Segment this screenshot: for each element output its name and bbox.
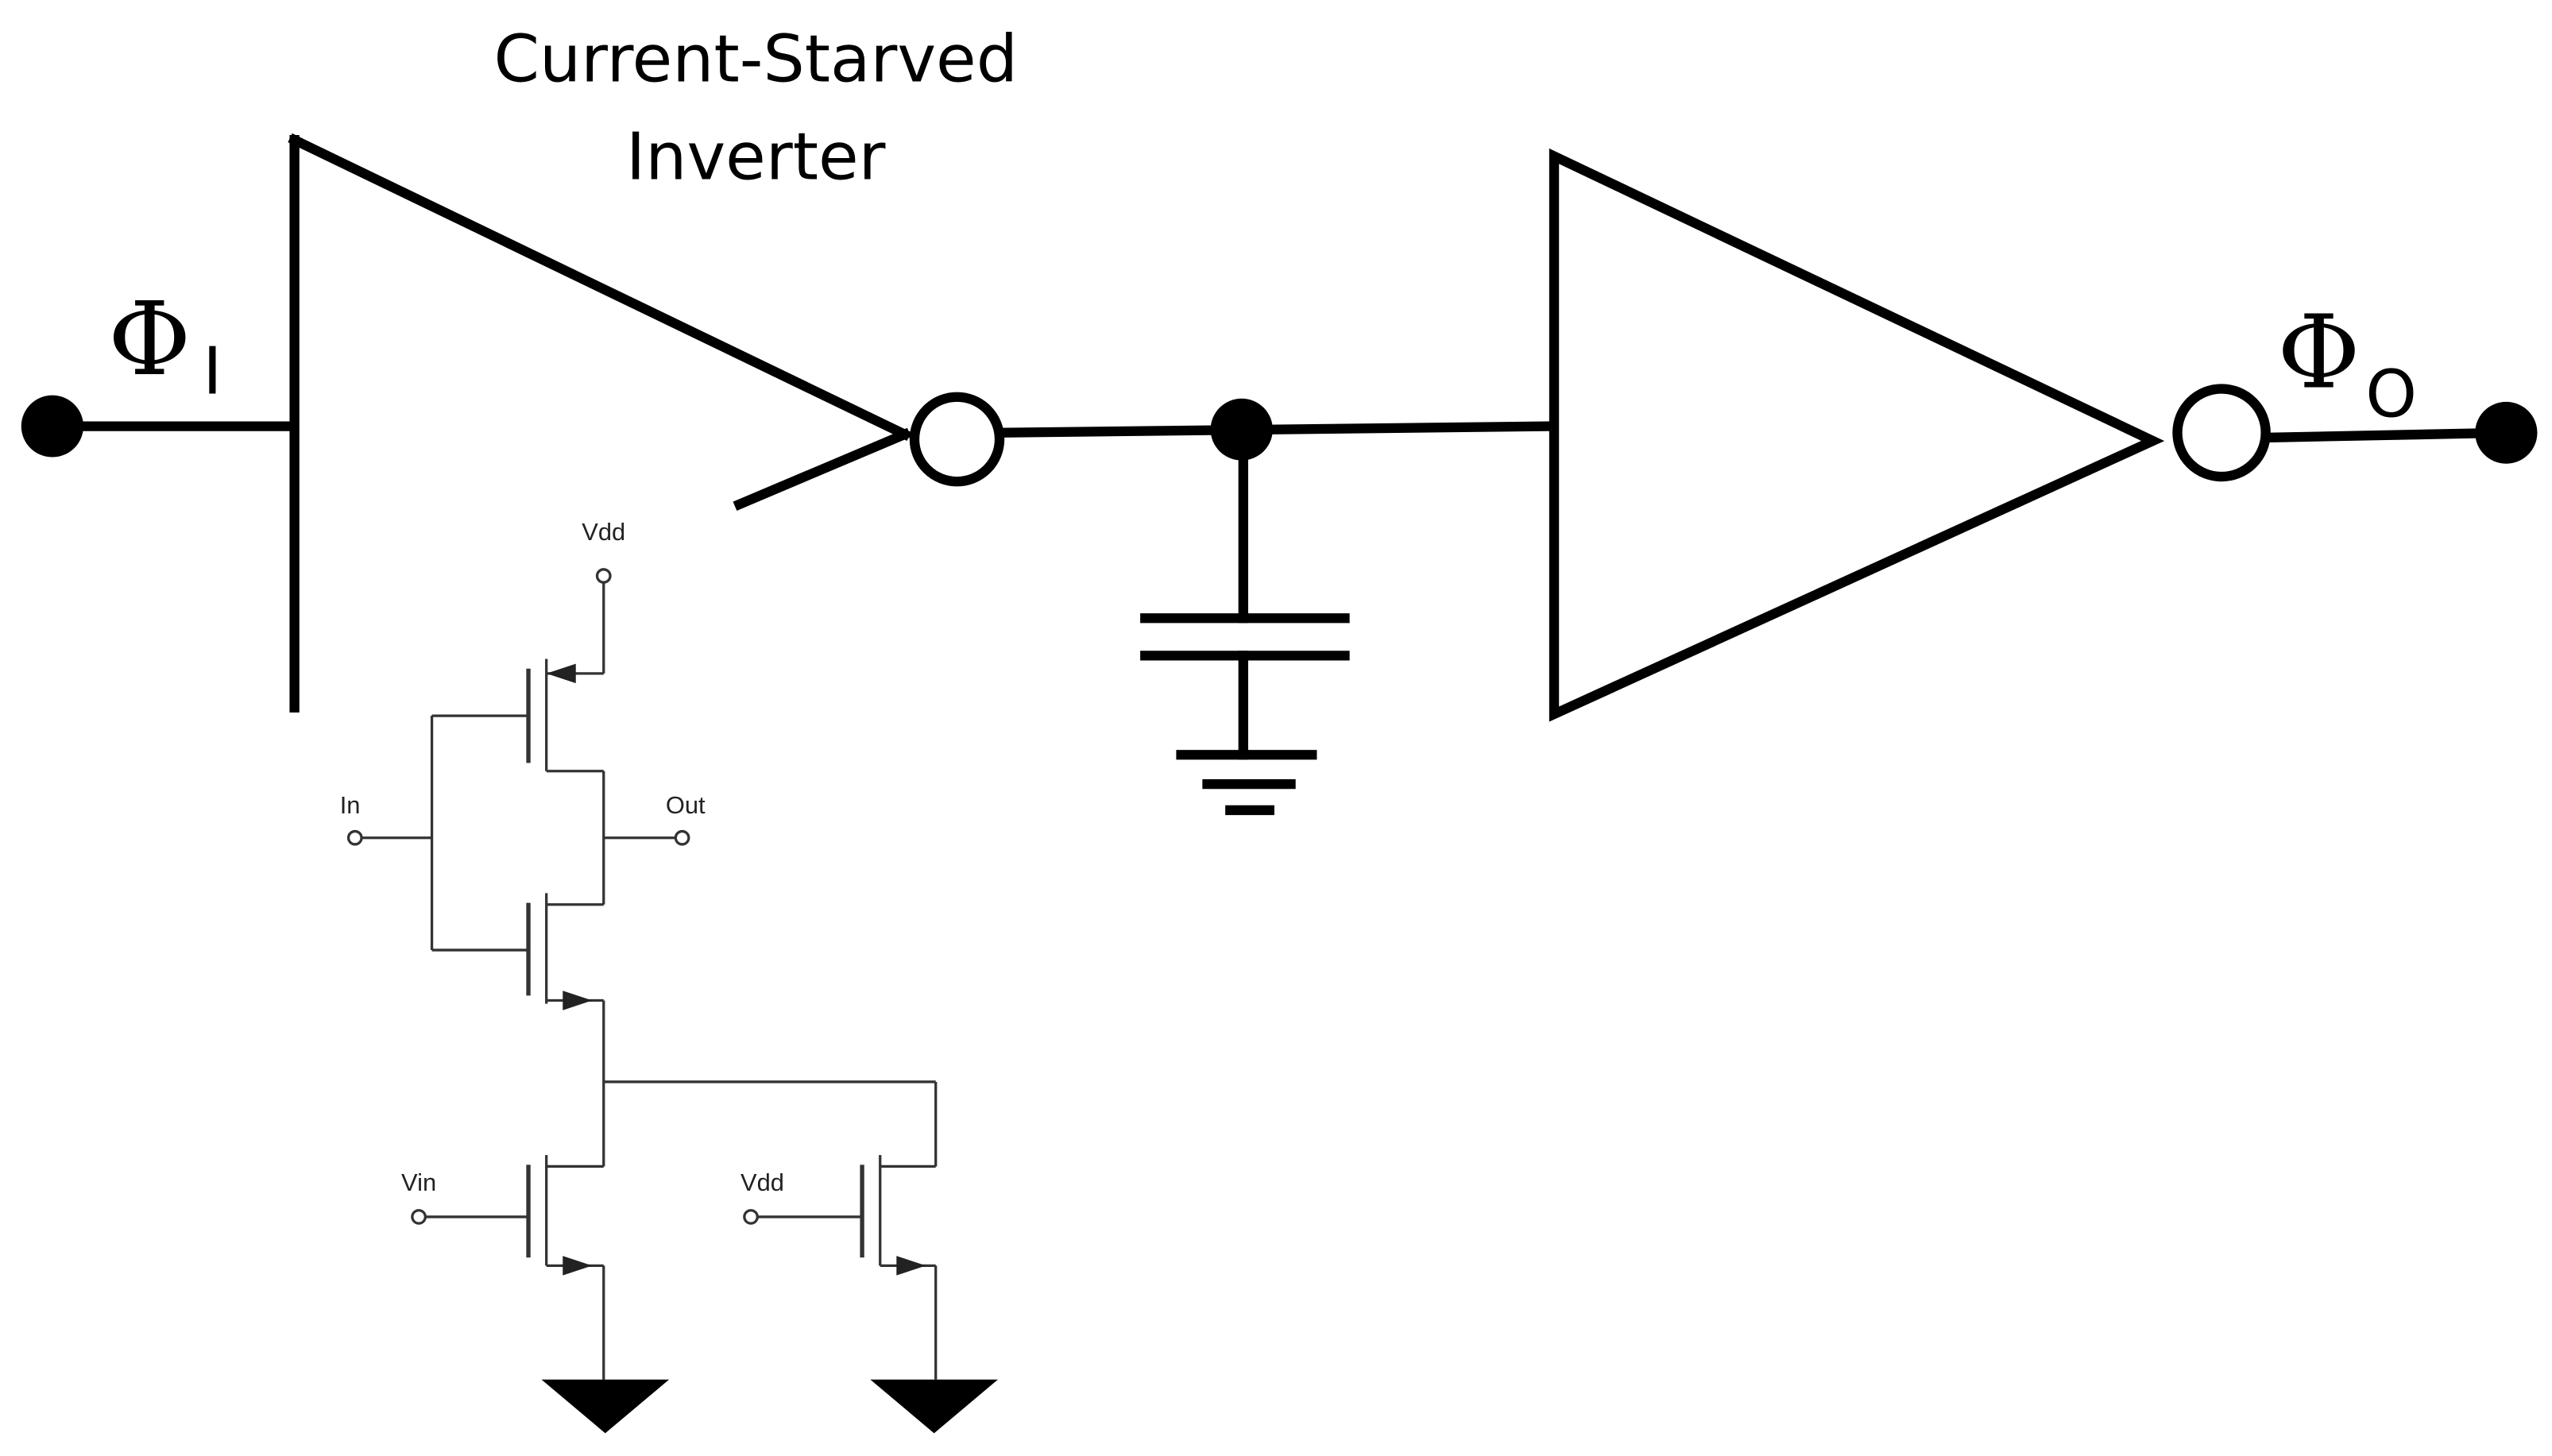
output-terminal-dot [2475, 401, 2538, 464]
in-label: In [340, 791, 361, 819]
out-terminal [674, 829, 690, 846]
transistor-schematic: Vdd In Out Vin [340, 518, 998, 1434]
vdd-top-label: Vdd [582, 518, 625, 546]
vin-label: Vin [401, 1168, 436, 1196]
nmos3-arrow [896, 1256, 926, 1276]
in-terminal [346, 829, 363, 846]
inverter1-top-edge [288, 133, 911, 442]
vdd-bias-label: Vdd [740, 1168, 784, 1196]
inverter2-output-bubble [2172, 384, 2271, 482]
nmos1-arrow [563, 991, 593, 1010]
pmos-arrow [546, 663, 576, 684]
inverter1-output-bubble [909, 392, 1005, 487]
current-starved-inverter-symbol [288, 133, 911, 713]
vdd-top-terminal [595, 568, 612, 584]
title-line-2: Inverter [626, 119, 886, 195]
input-phi-subscript: I [203, 334, 222, 410]
ground-triangle-2 [870, 1379, 998, 1434]
title-line-1: Current-Starved [493, 22, 1018, 98]
output-wire [2260, 427, 2511, 443]
vdd-bias-terminal [743, 1209, 759, 1225]
out-label: Out [666, 791, 706, 819]
vin-terminal [411, 1209, 427, 1225]
load-capacitor [1140, 424, 1350, 760]
inverter2-symbol [1549, 148, 2165, 722]
ground-triangle-1 [541, 1379, 670, 1434]
middle-wire [994, 421, 1556, 438]
inverter1-bottom-edge [733, 427, 911, 511]
output-phi-subscript: O [2365, 357, 2417, 432]
output-phi-symbol: Φ [2277, 295, 2361, 412]
nmos2-arrow [563, 1256, 593, 1276]
input-phi-symbol: Φ [108, 281, 191, 399]
ground-symbol [1176, 750, 1317, 816]
